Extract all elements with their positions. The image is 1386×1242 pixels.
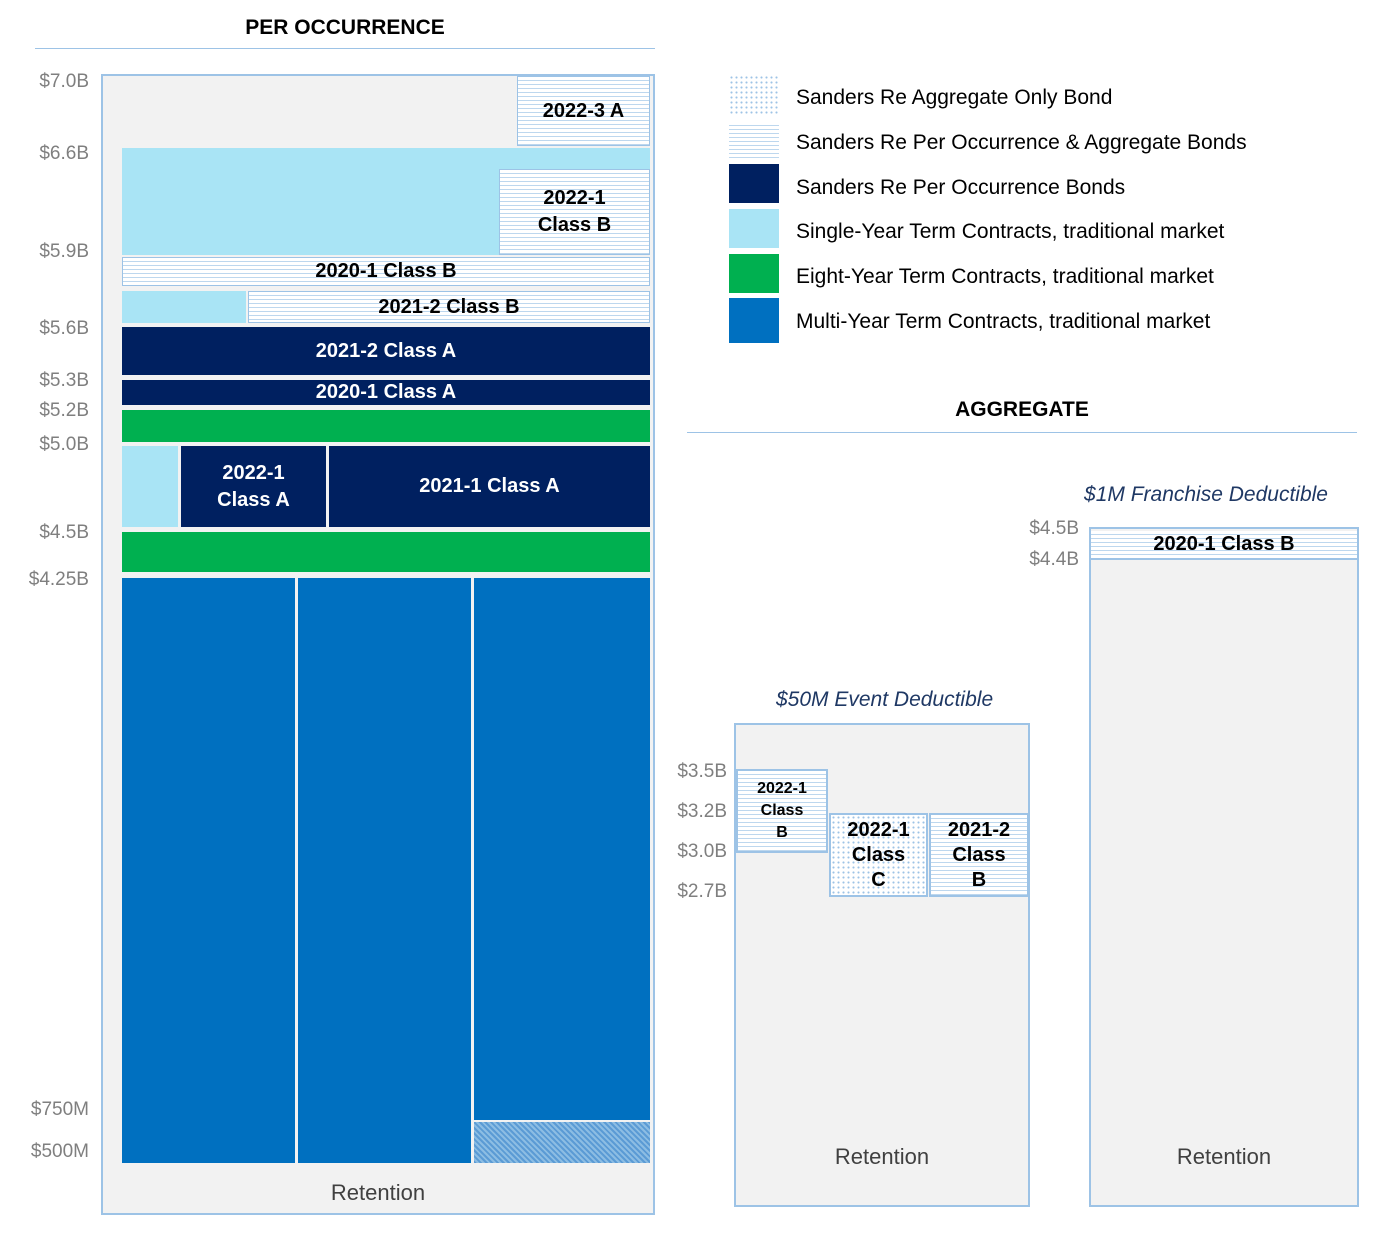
block-2021-1-class-a: 2021-1 Class A	[329, 446, 650, 527]
event-ylabel-3-2b: $3.2B	[677, 801, 727, 822]
agg-block-2022-1-class-b: 2022-1 Class B	[736, 769, 828, 853]
legend-swatch-eight-year	[729, 254, 779, 293]
per-occurrence-rule	[35, 48, 655, 49]
event-deductible-caption: $50M Event Deductible	[776, 688, 994, 711]
ylabel-500m: $500M	[30, 1141, 89, 1162]
block-2022-1-class-a: 2022-1 Class A	[181, 446, 326, 527]
block-2022-1-class-b-line2: Class B	[537, 214, 612, 236]
block-2021-2-class-b: 2021-2 Class B	[248, 291, 650, 323]
block-2022-1-class-a-line1: 2022-1	[222, 461, 285, 484]
ylabel-5-6b: $5.6B	[39, 318, 89, 339]
franchise-deductible-frame	[1089, 527, 1359, 1207]
ylabel-5-2b: $5.2B	[39, 400, 89, 421]
ylabel-5-9b: $5.9B	[39, 241, 89, 262]
agg-block-2021-2-class-b-line2: Class	[952, 843, 1006, 866]
legend-label-per-occ-agg: Sanders Re Per Occurrence & Aggregate Bo…	[796, 131, 1247, 154]
block-2022-1-class-a-line2: Class A	[217, 488, 290, 511]
hatched-layer	[474, 1122, 650, 1163]
legend-swatch-per-occ-agg	[729, 122, 779, 161]
event-retention: Retention	[834, 1144, 930, 1169]
agg-block-2020-1-class-b: 2020-1 Class B	[1091, 531, 1357, 560]
block-2020-1-class-a-label: 2020-1 Class A	[315, 381, 457, 403]
agg-block-2021-2-class-b-line3: B	[971, 868, 987, 891]
block-2020-1-class-b-label: 2020-1 Class B	[315, 260, 457, 282]
block-2021-2-class-a-label: 2021-2 Class A	[315, 339, 457, 362]
legend-label-single-year: Single-Year Term Contracts, traditional …	[796, 220, 1225, 243]
agg-block-2021-2-class-b-line1: 2021-2	[947, 818, 1011, 841]
block-2021-1-class-a-label: 2021-1 Class A	[419, 475, 560, 497]
multi-year-column-3	[474, 578, 650, 1120]
agg-block-2021-2-class-b: 2021-2 Class B	[929, 813, 1029, 897]
legend-swatch-single-year	[729, 209, 779, 248]
ylabel-4-5b: $4.5B	[39, 522, 89, 543]
agg-block-2022-1-class-b-line1: 2022-1	[757, 780, 807, 797]
ylabel-7-0b: $7.0B	[39, 71, 89, 92]
agg-block-2022-1-class-b-line2: Class	[760, 802, 804, 819]
single-year-layer-left	[122, 446, 178, 527]
per-occurrence-retention: Retention	[330, 1180, 426, 1205]
block-2022-3-a-label: 2022-3 A	[542, 99, 625, 122]
aggregate-title: AGGREGATE	[955, 398, 1089, 421]
legend-swatch-per-occurrence	[729, 164, 779, 203]
block-2020-1-class-a: 2020-1 Class A	[122, 380, 650, 405]
event-ylabel-3-0b: $3.0B	[677, 841, 727, 862]
multi-year-column-1	[122, 578, 295, 1163]
ylabel-4-25b: $4.25B	[28, 569, 89, 590]
multi-year-column-2	[298, 578, 471, 1163]
block-2021-2-class-a: 2021-2 Class A	[122, 327, 650, 375]
per-occurrence-title: PER OCCURRENCE	[245, 16, 445, 39]
agg-block-2022-1-class-c-line2: Class	[851, 843, 906, 866]
eight-year-layer-lower	[122, 532, 650, 572]
franchise-ylabel-4-5b: $4.5B	[1029, 518, 1079, 539]
aggregate-rule	[687, 432, 1357, 433]
legend-label-aggregate-only: Sanders Re Aggregate Only Bond	[796, 86, 1113, 109]
block-2022-3-a: 2022-3 A	[517, 76, 650, 146]
block-2020-1-class-b: 2020-1 Class B	[122, 257, 650, 286]
event-deductible-frame	[734, 723, 1030, 1207]
franchise-retention: Retention	[1176, 1144, 1272, 1169]
ylabel-750m: $750M	[30, 1099, 89, 1120]
franchise-deductible-caption: $1M Franchise Deductible	[1084, 483, 1328, 506]
ylabel-5-0b: $5.0B	[39, 434, 89, 455]
legend-swatch-multi-year	[729, 298, 779, 343]
agg-block-2020-1-class-b-label: 2020-1 Class B	[1153, 533, 1295, 555]
agg-block-2022-1-class-c: 2022-1 Class C	[829, 813, 928, 897]
single-year-layer-small	[122, 291, 246, 323]
legend-swatch-aggregate-only	[729, 75, 779, 114]
block-2021-2-class-b-label: 2021-2 Class B	[378, 295, 520, 318]
block-2022-1-class-b-line1: 2022-1	[543, 187, 606, 209]
agg-block-2022-1-class-b-line3: B	[776, 824, 788, 841]
agg-block-2022-1-class-c-line1: 2022-1	[847, 818, 910, 841]
agg-block-2022-1-class-c-line3: C	[871, 868, 886, 891]
eight-year-layer-upper	[122, 410, 650, 442]
event-ylabel-3-5b: $3.5B	[677, 761, 727, 782]
ylabel-6-6b: $6.6B	[39, 143, 89, 164]
block-2022-1-class-b: 2022-1 Class B	[499, 169, 650, 255]
ylabel-5-3b: $5.3B	[39, 370, 89, 391]
legend-label-per-occurrence: Sanders Re Per Occurrence Bonds	[796, 176, 1126, 199]
legend-label-multi-year: Multi-Year Term Contracts, traditional m…	[796, 310, 1211, 333]
legend-label-eight-year: Eight-Year Term Contracts, traditional m…	[796, 265, 1214, 288]
franchise-ylabel-4-4b: $4.4B	[1029, 549, 1079, 570]
event-ylabel-2-7b: $2.7B	[677, 881, 727, 902]
